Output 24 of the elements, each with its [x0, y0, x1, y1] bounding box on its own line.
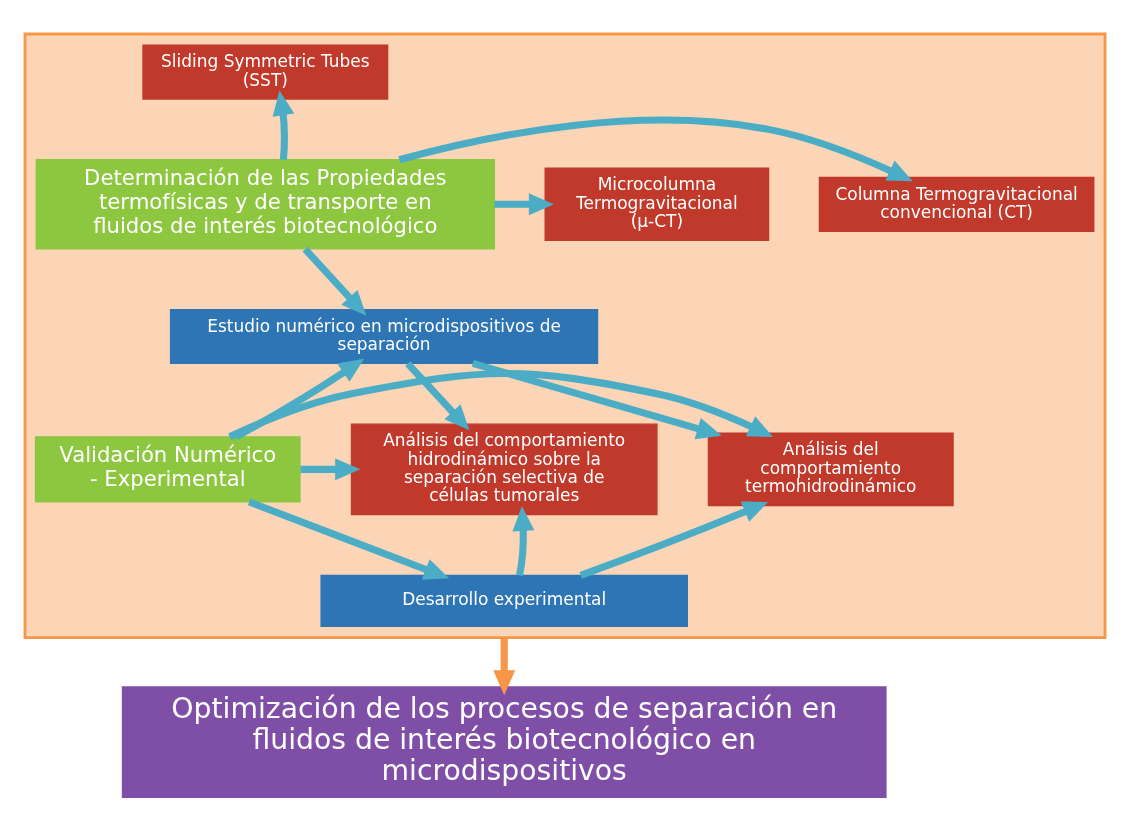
arrow	[272, 90, 295, 160]
node-box: Desarrollo experimental	[320, 574, 688, 627]
arrow	[228, 370, 774, 440]
arrow	[398, 116, 913, 182]
arrow	[512, 505, 535, 576]
arrow	[494, 193, 554, 216]
node-box: Microcolumna Termogravitacional (µ-CT)	[544, 167, 770, 242]
arrow	[405, 361, 470, 431]
arrow	[234, 358, 365, 440]
node-box: Análisis del comportamiento hidrodinámico sobre la separación selectiva de células tumorales	[350, 423, 658, 516]
arrow	[493, 637, 516, 696]
node-box: Determinación de las Propiedades termofísicas y de transporte en fluidos de interés biotecnológico	[35, 159, 496, 250]
node-box: Columna Termogravitacional convencional (CT)	[818, 176, 1095, 232]
arrow	[300, 458, 361, 481]
node-box: Análisis del comportamiento termohidrodinámico	[707, 432, 954, 507]
node-box: Validación Numérico - Experimental	[34, 436, 301, 503]
node-box: Sliding Symmetric Tubes (SST)	[142, 44, 389, 100]
cluster	[23, 32, 1107, 639]
arrow	[471, 360, 722, 440]
arrow	[579, 501, 769, 579]
node-box: Optimización de los procesos de separación en fluidos de interés biotecnológico en microdispositivos	[121, 686, 887, 799]
arrow	[302, 246, 367, 316]
arrow	[247, 498, 450, 580]
node-box: Estudio numérico en microdispositivos de separación	[169, 308, 599, 365]
